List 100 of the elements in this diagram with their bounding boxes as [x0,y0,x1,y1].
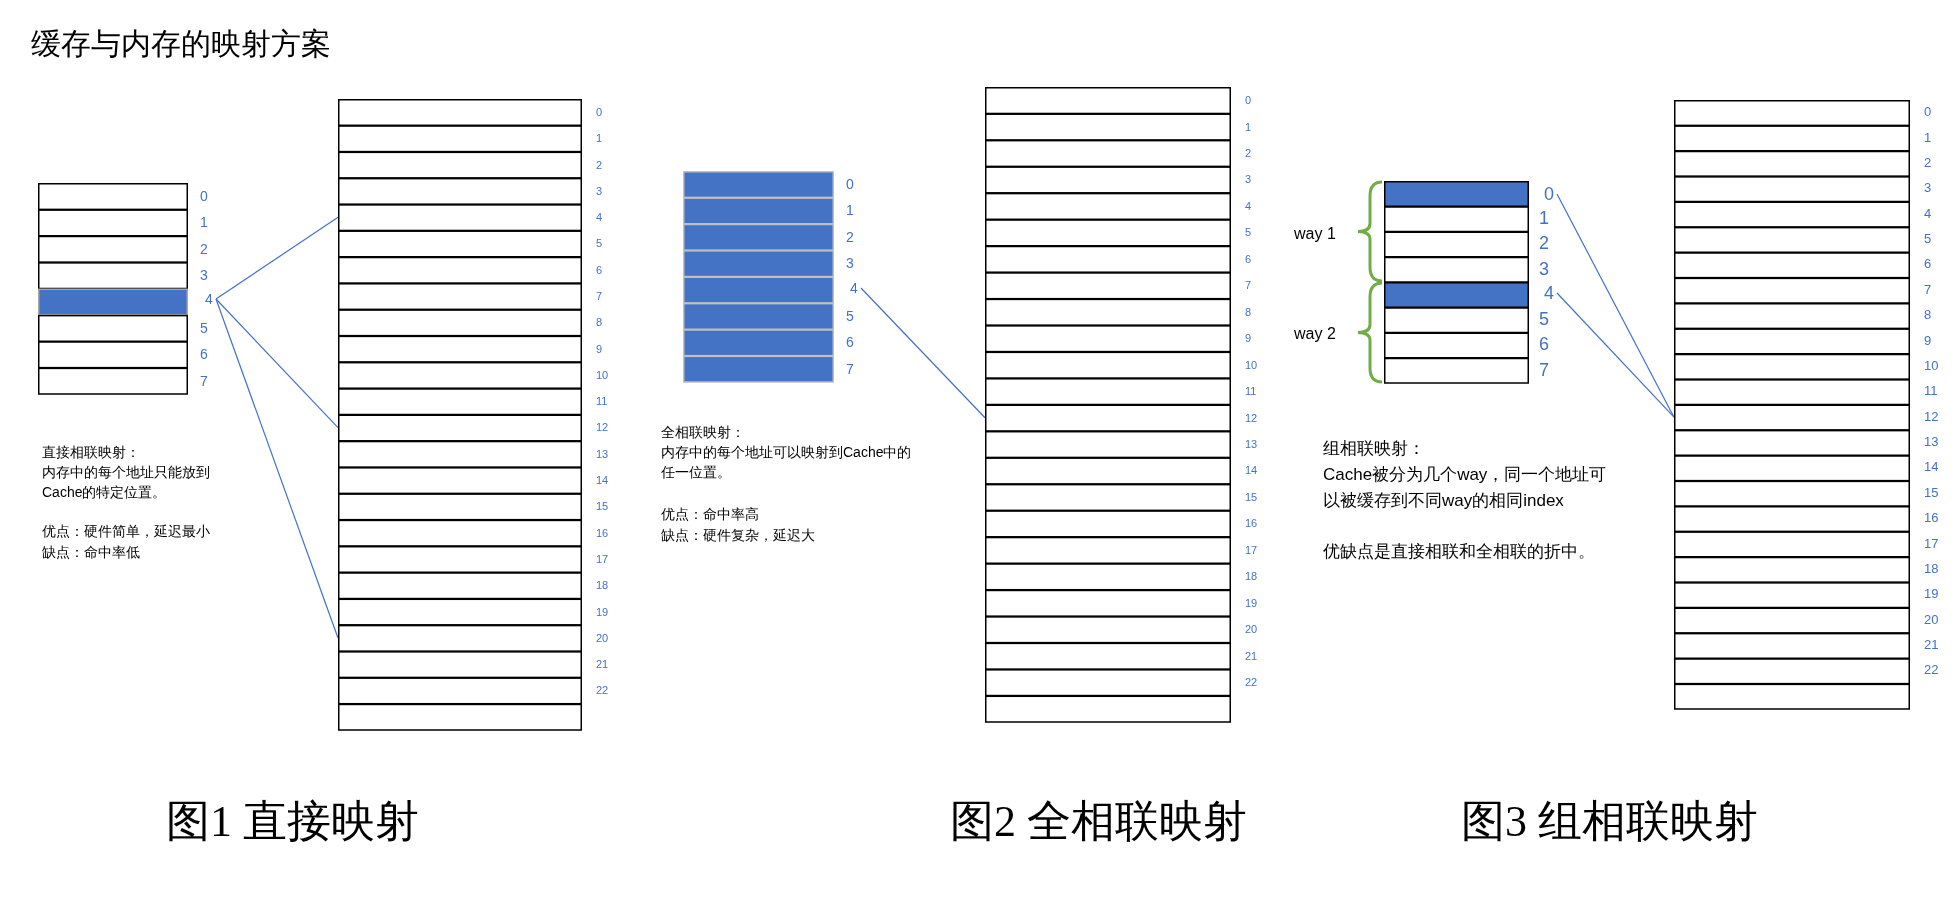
row-index: 4 [1245,198,1252,214]
row-index: 13 [1245,437,1258,452]
row-index: 17 [1924,535,1939,553]
row-index: 4 [596,210,603,225]
row-index: 4 [1924,205,1932,223]
description-text: 组相联映射： [1323,438,1426,460]
row-index: 14 [1245,463,1258,478]
row-index: 3 [846,254,854,273]
row-index: 2 [1245,146,1252,161]
row-index: 2 [1539,232,1549,256]
figure-caption: 图2 全相联映射 [950,796,1247,848]
way-label: way 1 [1294,224,1336,244]
row-index: 1 [1924,129,1932,147]
row-index: 0 [596,105,603,120]
row-index: 22 [1924,662,1939,680]
row-index: 10 [1245,357,1258,372]
row-index: 3 [200,266,208,285]
mapping-line [1556,292,1675,418]
row-index: 7 [846,359,854,378]
row-index: 4 [1539,280,1559,306]
row-index: 2 [596,157,603,172]
row-index: 1 [200,213,208,232]
row-index: 11 [1924,383,1938,401]
row-index: 16 [1245,516,1258,531]
row-index: 9 [1245,331,1252,346]
row-index: 4 [200,288,218,310]
row-index: 18 [1245,569,1258,584]
description-text: 优点：硬件简单，延迟最小 [42,522,211,541]
mapping-line [860,287,986,419]
row-index: 5 [1245,225,1252,240]
way-label: way 2 [1294,324,1336,344]
row-index: 3 [596,183,603,199]
row-index: 16 [1924,510,1939,528]
row-index: 4 [845,277,863,299]
row-index: 20 [596,630,609,646]
row-index: 20 [1245,622,1258,637]
row-index: 15 [1924,484,1939,502]
row-index: 7 [1924,281,1932,299]
title: 缓存与内存的映射方案 [31,26,331,62]
row-index: 7 [1245,278,1252,293]
row-index: 18 [1924,561,1939,578]
description-text: 缺点：硬件复杂，延迟大 [661,526,816,545]
row-index: 12 [1245,410,1258,425]
row-index: 2 [846,227,854,246]
row-index: 9 [596,341,603,356]
row-index: 19 [1924,586,1939,604]
row-index: 8 [1245,304,1252,320]
row-index: 21 [1245,648,1258,663]
description-text: 直接相联映射： [42,443,141,462]
row-index: 5 [1924,231,1932,248]
description-text: 内存中的每个地址可以映射到Cache中的任一位置。 [661,443,913,482]
row-index: 0 [1245,93,1252,108]
row-index: 6 [846,333,854,352]
row-index: 10 [1924,358,1939,375]
row-index: 0 [846,175,854,194]
row-index: 12 [596,420,609,435]
description-text: Cache被分为几个way，同一个地址可以被缓存到不同way的相同index [1323,464,1608,512]
row-index: 6 [1245,251,1252,267]
figure-caption: 图1 直接映射 [166,796,419,848]
row-index: 13 [1924,434,1939,451]
row-index: 1 [596,131,603,146]
row-index: 5 [596,236,603,251]
row-index: 17 [1245,542,1258,558]
row-index: 20 [1924,611,1939,629]
row-index: 7 [1539,358,1549,382]
row-index: 8 [596,315,603,330]
description-text: 内存中的每个地址只能放到Cache的特定位置。 [42,463,211,502]
row-index: 2 [1924,155,1932,172]
memory-table [338,99,582,730]
row-index: 7 [200,371,208,390]
row-index: 21 [596,657,609,672]
cache-table [683,171,834,382]
row-index: 1 [1245,119,1252,134]
row-index: 17 [596,551,609,567]
row-index: 9 [1924,332,1932,350]
row-index: 6 [1539,333,1549,357]
row-index: 12 [1924,408,1939,426]
row-index: 22 [1245,675,1258,690]
row-index: 1 [846,201,854,220]
row-index: 0 [200,187,208,206]
row-index: 0 [1539,181,1559,207]
row-index: 11 [1245,384,1257,399]
memory-table [1674,100,1910,709]
row-index: 18 [596,578,609,593]
row-index: 14 [596,473,609,488]
row-index: 13 [596,446,609,462]
row-index: 3 [1539,257,1549,281]
row-index: 6 [1924,256,1932,274]
row-index: 6 [200,345,208,364]
row-index: 22 [596,683,609,698]
cache-table [38,183,188,394]
description-text: 缺点：命中率低 [42,543,141,562]
row-index: 3 [1924,180,1932,198]
row-index: 19 [1245,595,1258,611]
row-index: 7 [596,289,603,304]
row-index: 3 [1245,172,1252,187]
row-index: 14 [1924,459,1939,477]
row-index: 5 [200,318,208,338]
row-index: 11 [596,394,608,409]
cache-table [1384,181,1529,383]
